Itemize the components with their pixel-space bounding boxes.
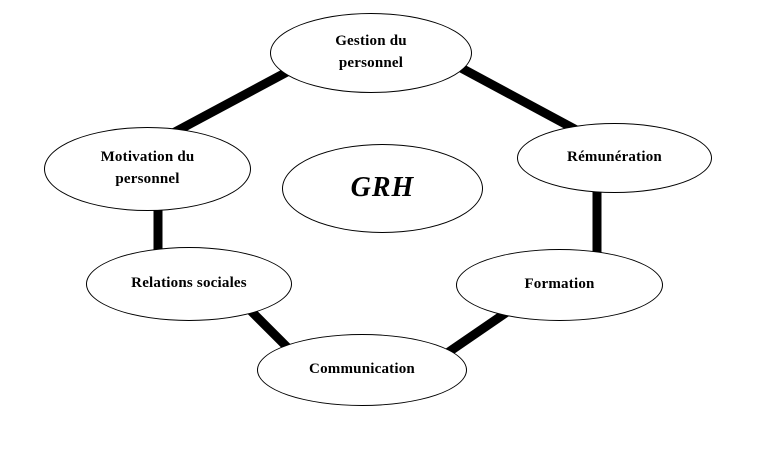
node-grh-center: GRH: [282, 144, 483, 233]
node-label-line: Rémunération: [567, 149, 662, 166]
grh-center-label: GRH: [350, 172, 415, 204]
connector-formation-communication: [437, 306, 513, 362]
node-label-line: personnel: [338, 55, 404, 71]
node-relations-sociales: Relations sociales: [86, 247, 292, 321]
node-label-line: Motivation du: [100, 149, 195, 166]
node-label-line: personnel: [115, 171, 180, 187]
node-label-line: Gestion du: [335, 33, 407, 50]
node-gestion-du-personnel: Gestion du personnel: [270, 13, 472, 93]
node-motivation-du-personnel: Motivation du personnel: [44, 127, 251, 211]
node-label-line: Formation: [524, 276, 595, 293]
node-remuneration: Rémunération: [517, 123, 712, 193]
node-label-line: Communication: [309, 361, 415, 378]
node-communication: Communication: [257, 334, 467, 406]
connector-motivation-gestion: [157, 61, 303, 144]
node-label-line: Relations sociales: [131, 275, 247, 292]
node-formation: Formation: [456, 249, 663, 321]
